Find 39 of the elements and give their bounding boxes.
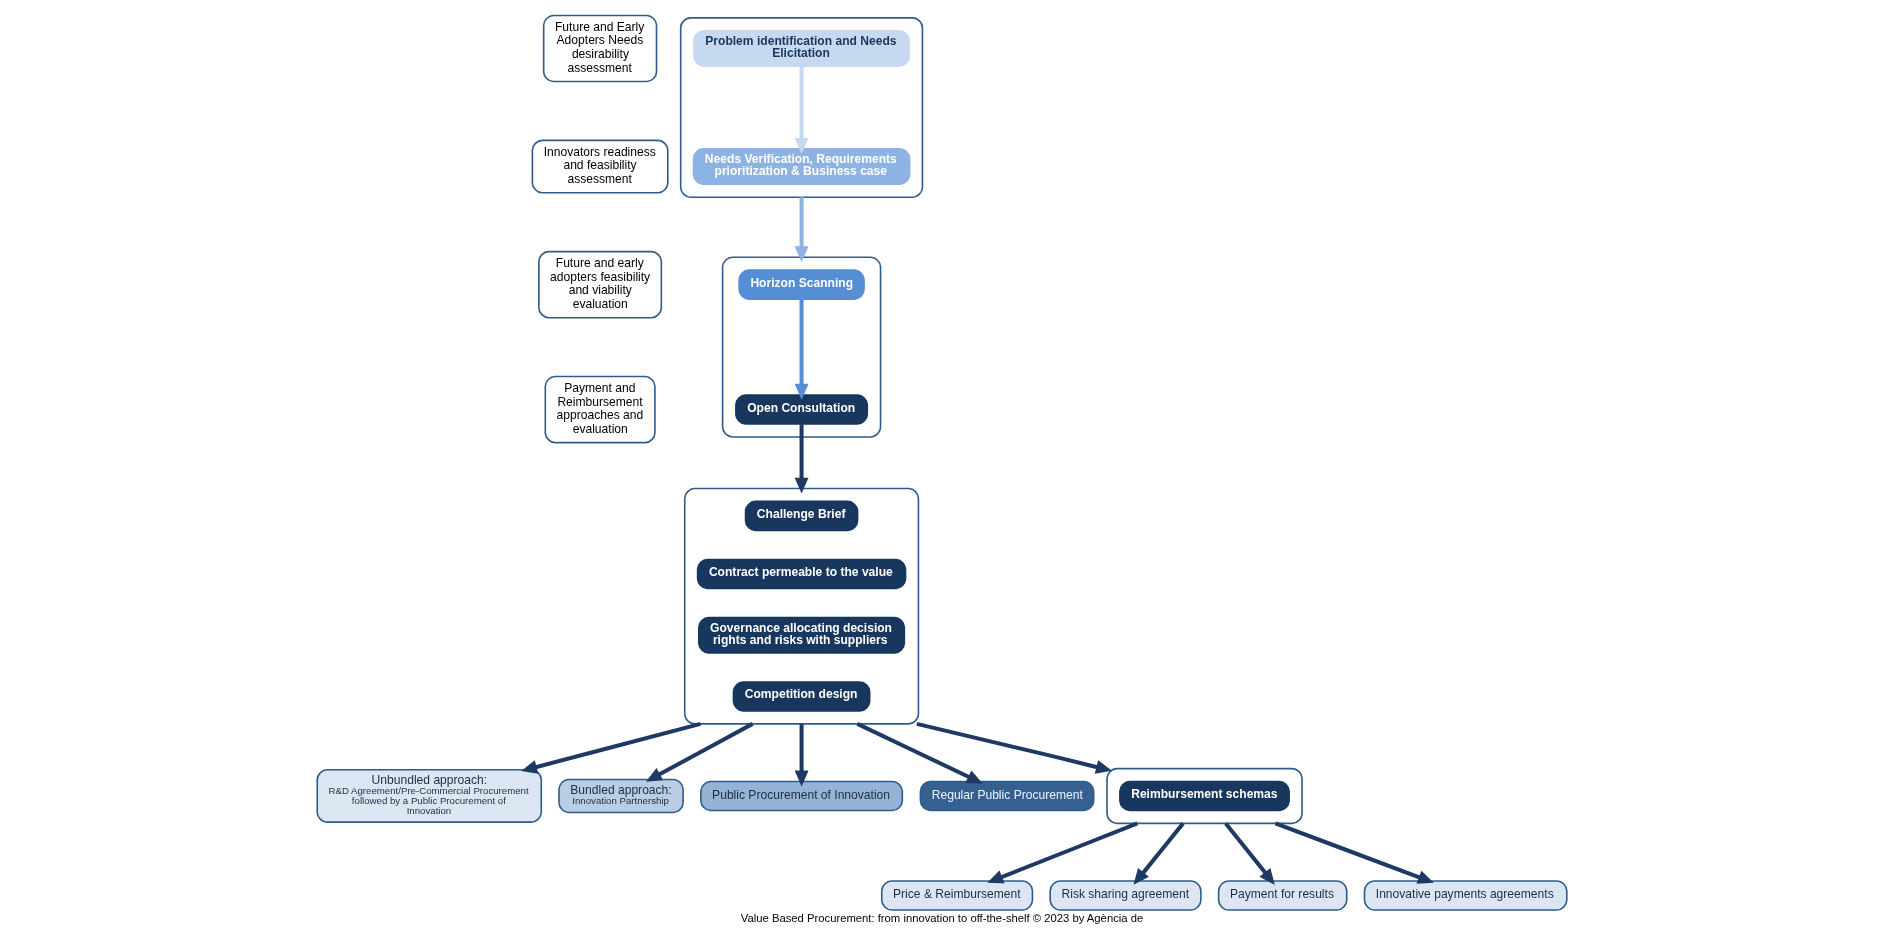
node-box: Regular Public Procurement [919, 780, 1094, 812]
cluster [679, 17, 923, 198]
node-box: Unbundled approach: R&D Agreement/Pre-Commercial Procurement followed by a Public Procurement of Innovation [315, 769, 542, 823]
node-box: Future and Early Adopters Needs desirability assessment [542, 14, 657, 83]
node-box: Future and early adopters feasibility and viability evaluation [537, 250, 662, 319]
arrow [1132, 822, 1185, 885]
node-box: Public Procurement of Innovation [699, 780, 903, 812]
arrow [794, 424, 809, 494]
arrow [1274, 821, 1434, 884]
arrow [856, 722, 983, 784]
cluster [683, 487, 919, 725]
node-box: Risk sharing agreement [1048, 880, 1202, 911]
node-box: Needs Verification, Requirements prioritization & Business case [692, 148, 910, 186]
node-box: Reimbursement schemas [1118, 780, 1290, 812]
arrow [645, 722, 753, 782]
node-box: Challenge Brief [744, 500, 858, 532]
arrow [794, 66, 809, 154]
cluster [721, 256, 881, 438]
node-box: Problem identification and Needs Elicitation [692, 29, 910, 68]
arrow [794, 197, 809, 263]
node-box: Price & Reimbursement [880, 880, 1033, 911]
caption: Value Based Procurement: from innovation to off-the-shelf © 2023 by Agència de [740, 912, 1143, 925]
arrow [794, 723, 809, 787]
node-box: Payment for results [1217, 880, 1348, 911]
node-box: Contract permeable to the value [696, 558, 906, 590]
node-box: Horizon Scanning [737, 269, 865, 300]
node-box: Governance allocating decision rights and risks with suppliers [697, 616, 905, 654]
node-box: Bundled approach: Innovation Partnership [557, 778, 684, 814]
arrow [986, 821, 1138, 884]
arrow [520, 721, 701, 774]
node-box: Innovators readiness and feasibility assessment [531, 139, 669, 194]
arrow [794, 299, 809, 400]
node-box: Open Consultation [734, 394, 868, 425]
cluster [1105, 767, 1303, 825]
node-box: Innovative payments agreements [1363, 880, 1568, 911]
arrow [915, 721, 1112, 774]
arrow [1223, 822, 1275, 885]
node-box: Competition design [732, 681, 870, 712]
node-box: Payment and Reimbursement approaches and evaluation [544, 375, 656, 444]
